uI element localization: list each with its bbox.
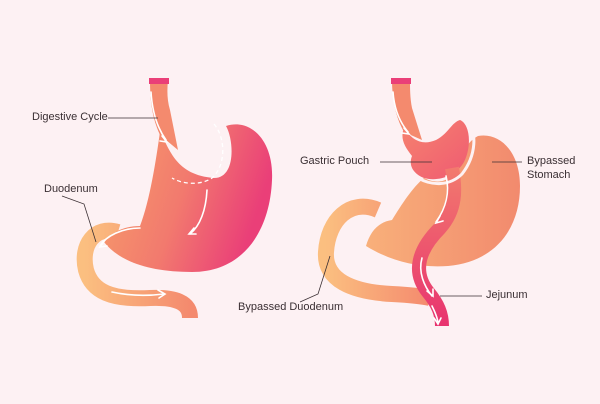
gastric-pouch — [402, 120, 469, 180]
esophagus-cap — [149, 78, 169, 84]
label-bypassed-stomach-line1: Bypassed — [527, 155, 576, 167]
esophagus-right — [392, 80, 422, 140]
label-bypassed-stomach-line2: Stomach — [527, 169, 571, 181]
leader-lines-right — [299, 161, 522, 303]
label-bypassed-duodenum: Bypassed Duodenum — [238, 301, 344, 313]
esophagus — [150, 80, 178, 150]
flow-arrows-right — [392, 91, 449, 326]
label-jejunum: Jejunum — [486, 289, 528, 301]
pouch-dashed-outline — [171, 123, 224, 184]
bypassed-duodenum-tube — [317, 198, 432, 306]
staple-line — [417, 117, 476, 185]
label-duodenum: Duodenum — [44, 183, 98, 195]
bypass-stomach — [317, 78, 520, 327]
leader-lines-left — [61, 117, 158, 243]
esophagus-right-cap — [391, 78, 411, 84]
bypassed-stomach-body — [366, 135, 520, 267]
label-digestive-cycle: Digestive Cycle — [32, 111, 108, 123]
duodenum-tube — [76, 222, 198, 319]
flow-arrows-left — [98, 91, 208, 299]
jejunum-tube — [412, 166, 462, 327]
normal-stomach — [76, 78, 273, 319]
stomach-body — [104, 124, 273, 272]
label-gastric-pouch: Gastric Pouch — [300, 155, 370, 167]
